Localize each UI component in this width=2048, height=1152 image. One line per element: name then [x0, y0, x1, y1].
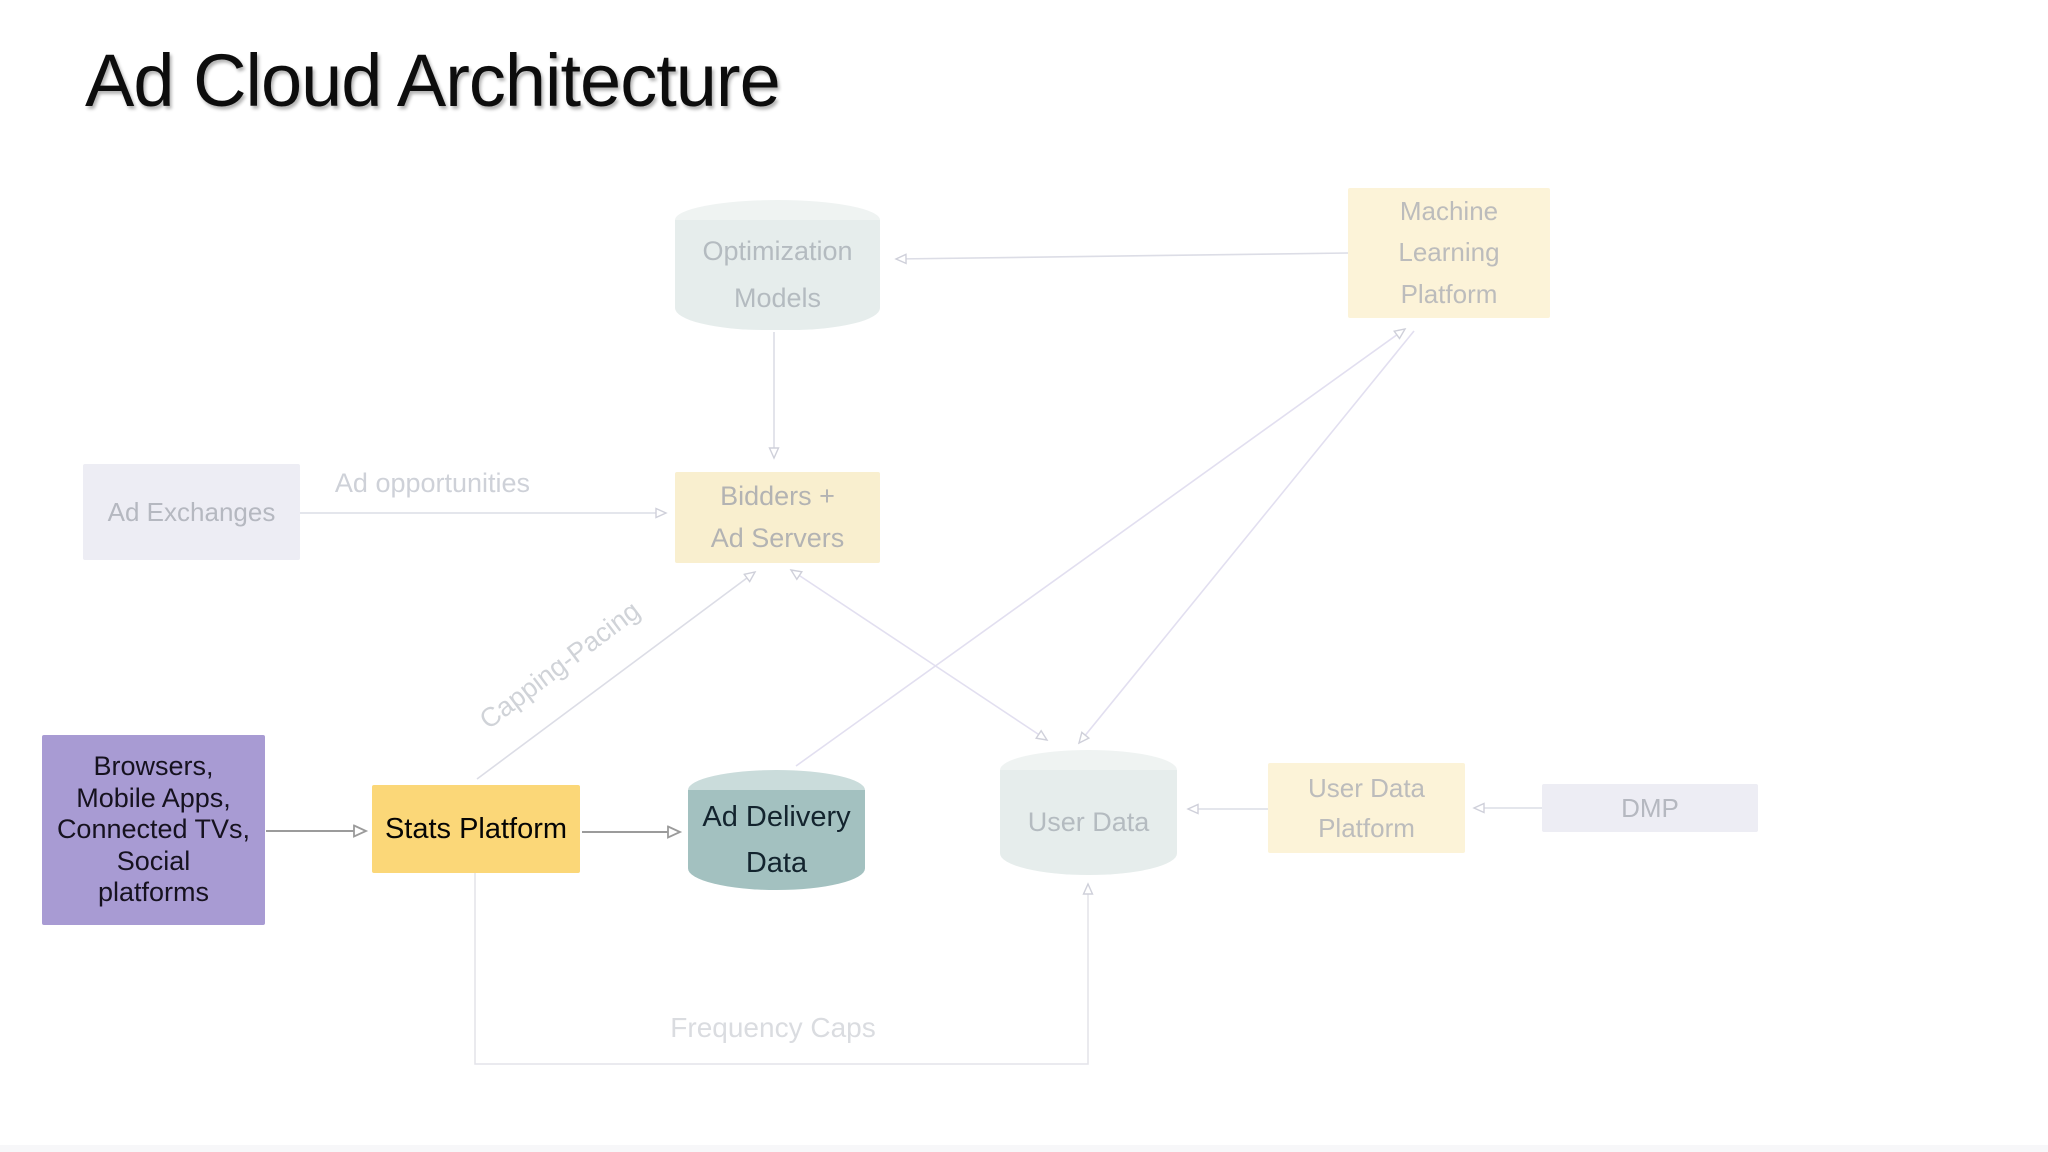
node-ad-exchanges: Ad Exchanges — [83, 464, 300, 560]
node-user-data: User Data — [1000, 750, 1177, 875]
node-bidders-ad-servers: Bidders + Ad Servers — [675, 472, 880, 563]
node-user-data-platform: User Data Platform — [1268, 763, 1465, 853]
edge-label-frequency-caps: Frequency Caps — [670, 1012, 876, 1043]
node-ad-delivery-data: Ad Delivery Data — [688, 770, 865, 890]
node-machine-learning-platform: Machine Learning Platform — [1348, 188, 1550, 318]
page-title: Ad Cloud Architecture — [85, 39, 781, 122]
edge-stats-to-bidders-capping — [476, 572, 755, 780]
edge-label-ad-opportunities: Ad opportunities — [334, 468, 531, 498]
node-stats-platform: Stats Platform — [372, 785, 580, 873]
cylinder-body — [675, 220, 880, 330]
edge-addelivery-to-ml — [795, 329, 1405, 767]
node-dmp: DMP — [1542, 784, 1758, 832]
cylinder-body — [1000, 770, 1177, 875]
cylinder-body — [688, 790, 865, 890]
node-traffic-sources: Browsers, Mobile Apps, Connected TVs, So… — [42, 735, 265, 925]
edge-bidders-userdata-bidirectional — [791, 570, 1047, 740]
node-optimization-models-label: Optimization Models — [702, 235, 853, 313]
edge-stats-to-userdata-frequency — [474, 873, 1088, 1065]
edge-ml-to-optimization — [896, 252, 1349, 259]
edge-ml-to-userdata — [1079, 330, 1415, 743]
node-user-data-label: User Data — [1027, 807, 1150, 837]
bottom-edge-strip — [0, 1145, 2048, 1152]
node-optimization-models: Optimization Models — [675, 200, 880, 330]
node-ad-delivery-data-label: Ad Delivery Data — [702, 800, 851, 879]
